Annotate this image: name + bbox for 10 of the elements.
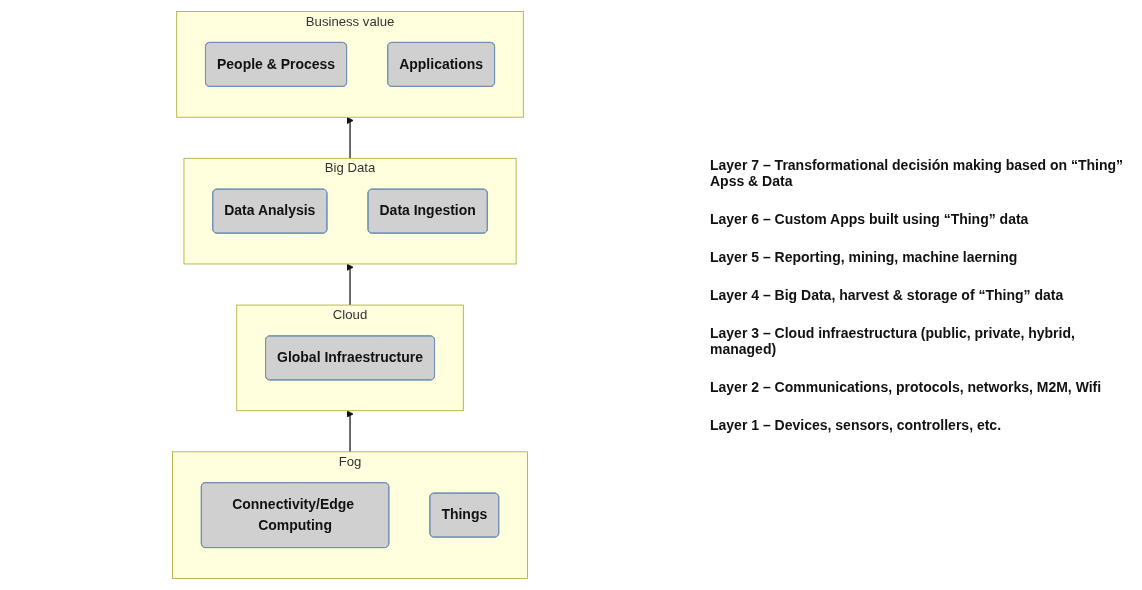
layer-description: Layer 1 – Devices, sensors, controllers, etc. bbox=[710, 417, 1003, 433]
layer-description: Layer 5 – Reporting, mining, machine laerning bbox=[710, 249, 1019, 265]
arrow bbox=[346, 263, 354, 306]
arrow bbox=[346, 116, 354, 159]
layer-description: Layer 2 – Communications, protocols, networks, M2M, Wifi bbox=[710, 379, 1103, 395]
layer-description: Layer 6 – Custom Apps built using “Thing” data bbox=[710, 211, 1030, 227]
arrow bbox=[346, 410, 354, 453]
layer-description: Layer 7 – Transformational decisión making based on “Thing” Apss & Data bbox=[710, 157, 1125, 189]
layer-description: Layer 4 – Big Data, harvest & storage of “Thing” data bbox=[710, 287, 1065, 303]
layer-description: Layer 3 – Cloud infraestructura (public, private, hybrid, managed) bbox=[710, 325, 1076, 357]
